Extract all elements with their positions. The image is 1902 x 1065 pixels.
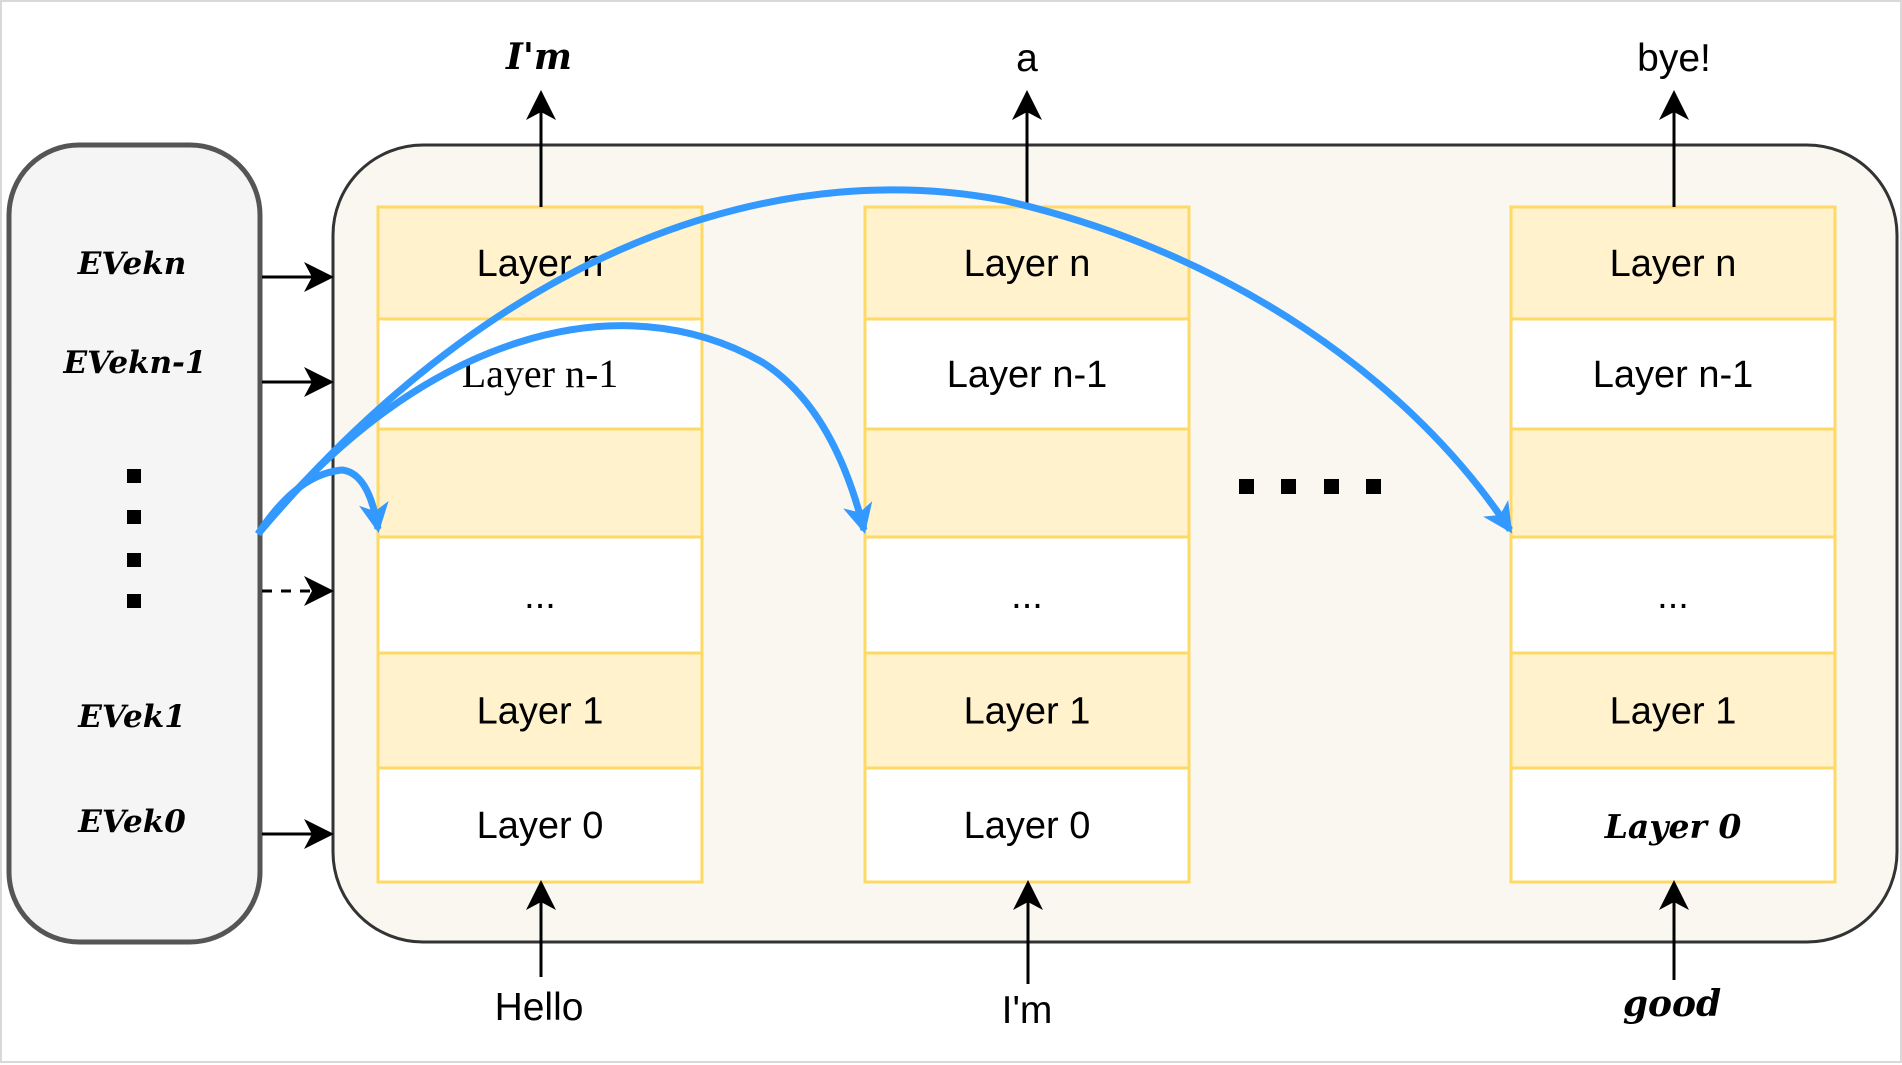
blue-arrow-medium: [255, 322, 873, 537]
layer-blank-box: [1509, 427, 1837, 539]
layer-ellipsis-box: [376, 535, 704, 655]
layer-n-1-box: [1509, 317, 1837, 431]
layer-n-1-label: Layer n-1: [462, 351, 619, 396]
input-token-2: I'm: [1002, 989, 1053, 1032]
layer-ellipsis-box: [1509, 535, 1837, 655]
layer-1-box: [1509, 651, 1837, 770]
layer-ellipsis-label: ...: [1011, 575, 1043, 617]
column-ellipsis: [1239, 479, 1381, 494]
ev-label-n: EVekn: [77, 246, 187, 282]
layer-n-label: Layer n: [964, 243, 1091, 285]
layer-0-label: Layer 0: [1604, 807, 1742, 846]
output-token-3: bye!: [1637, 37, 1711, 80]
ev-label-1: EVek1: [77, 699, 186, 735]
layer-0-box: [376, 766, 704, 884]
layer-0-box: [1509, 766, 1837, 884]
decoder-column-3: Layer n Layer n-1... Layer 1 Layer 0: [1509, 205, 1837, 884]
output-token-1: I'm: [505, 36, 572, 78]
layer-1-box: [863, 651, 1191, 770]
layer-ellipsis-label: ...: [524, 575, 556, 617]
ev-label-n-1: EVekn-1: [62, 345, 206, 381]
layer-n-1-label: Layer n-1: [947, 354, 1108, 396]
layer-1-label: Layer 1: [1610, 691, 1737, 733]
layer-n-1-label: Layer n-1: [1593, 354, 1754, 396]
layer-blank-box: [376, 427, 704, 539]
layer-n-label: Layer n: [1610, 243, 1737, 285]
layer-n-1-box: [863, 317, 1191, 431]
layer-1-label: Layer 1: [964, 691, 1091, 733]
blue-arrow-long: [255, 186, 1513, 537]
layer-blank-box: [863, 427, 1191, 539]
ev-vertical-ellipsis: [127, 469, 141, 608]
layer-0-label: Layer 0: [477, 805, 604, 847]
input-token-1: Hello: [495, 986, 584, 1029]
ev-panel: [6, 142, 263, 945]
layer-n-box: [1509, 205, 1837, 321]
layer-n-box: [376, 205, 704, 321]
output-token-2: a: [1016, 37, 1038, 80]
layer-ellipsis-label: ...: [1657, 575, 1689, 617]
input-token-3: good: [1623, 983, 1721, 1025]
decoder-column-2: Layer n Layer n-1... Layer 1 Layer 0: [863, 205, 1191, 884]
ev-label-0: EVek0: [77, 804, 186, 840]
layer-1-label: Layer 1: [477, 691, 604, 733]
layer-0-label: Layer 0: [964, 805, 1091, 847]
